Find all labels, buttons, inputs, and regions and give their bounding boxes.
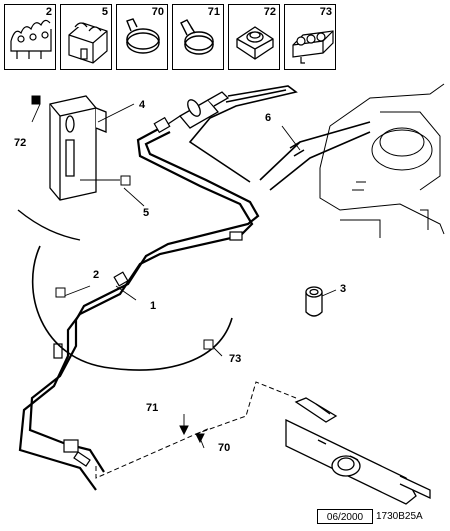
marker-triangle-70 [195, 433, 205, 444]
grommet [305, 286, 323, 317]
fuel-rail [285, 397, 431, 505]
callout-70: 70 [218, 442, 231, 454]
callout-5: 5 [143, 207, 150, 219]
marker-triangle-71 [179, 425, 189, 436]
legend-cell-71: 71 [172, 4, 224, 70]
marker-square-2 [55, 287, 66, 298]
bracket [49, 95, 107, 201]
fuel-filter [167, 91, 230, 129]
legend-number: 73 [319, 6, 332, 18]
legend-cell-73: 73 [284, 4, 336, 70]
pipe-connectors [53, 116, 243, 467]
engine-block [319, 83, 445, 238]
marker-square-5 [120, 175, 131, 186]
date-stamp: 06/2000 [317, 509, 373, 524]
hose-clamp-icon [126, 18, 160, 54]
legend-number: 70 [151, 6, 164, 18]
main-pipe [18, 125, 260, 491]
callout-3: 3 [340, 283, 347, 295]
detail-arc-top [17, 209, 81, 241]
legend-number: 72 [263, 6, 276, 18]
callout-1: 1 [150, 300, 157, 312]
legend-cell-72: 72 [228, 4, 280, 70]
callout-73: 73 [229, 353, 242, 365]
reference-code: 1730B25A [376, 511, 423, 522]
feed-lines [188, 85, 371, 191]
pipe-clip-icon [292, 30, 334, 64]
legend-number: 5 [101, 6, 108, 18]
detail-circle [31, 245, 233, 371]
callout-72: 72 [14, 137, 27, 149]
clip-icon [10, 19, 52, 59]
legend-cell-2: 2 [4, 4, 56, 70]
hose-clamp-icon [180, 19, 214, 55]
leader-lines [31, 103, 337, 449]
nut-icon [236, 26, 274, 60]
dashed-path [95, 381, 297, 479]
legend-cell-70: 70 [116, 4, 168, 70]
marker-square-72 [31, 95, 41, 105]
legend-number: 71 [207, 6, 220, 18]
marker-square-73 [203, 339, 214, 350]
legend-cell-5: 5 [60, 4, 112, 70]
callout-4: 4 [139, 99, 146, 111]
callout-71: 71 [146, 402, 159, 414]
callout-6: 6 [265, 112, 272, 124]
callout-2: 2 [93, 269, 100, 281]
legend-number: 2 [45, 6, 52, 18]
bracket-clip-icon [68, 22, 108, 64]
